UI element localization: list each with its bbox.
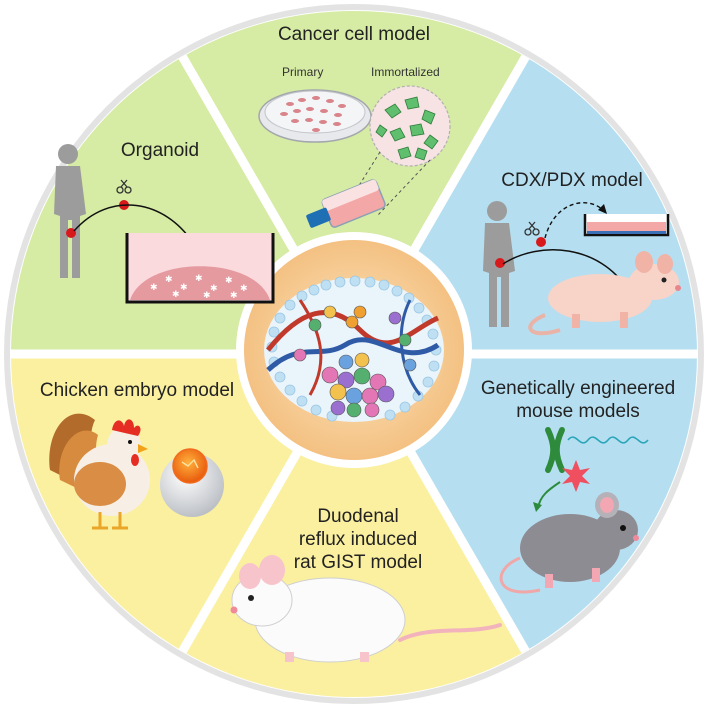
scissors-icon [524,221,540,236]
svg-text:✱: ✱ [150,283,158,293]
petri-dish-icon [258,89,372,143]
organoid-title: Organoid [120,140,200,161]
organoid-well-icon: ✱✱✱ ✱✱✱ ✱✱✱ ✱ [125,233,275,304]
svg-text:✱: ✱ [195,274,203,284]
culture-flask-icon [306,179,386,228]
svg-text:✱: ✱ [230,291,238,301]
nude-mouse-icon [528,251,681,336]
mouse-icon [499,492,639,594]
svg-text:✱: ✱ [172,290,180,300]
cdx-pdx-title: CDX/PDX model [501,170,643,191]
svg-text:✱: ✱ [210,284,218,294]
gemm-title-line2: mouse models [516,401,640,422]
tumor-dot-icon [536,237,546,247]
cancer-cell-model-title: Cancer cell model [277,24,431,45]
sector-cancer-cell-model [182,10,526,354]
svg-text:✱: ✱ [240,284,248,294]
egg-icon [160,448,224,517]
tumor-dot-icon [495,258,505,268]
human-figure-icon [483,201,515,327]
rat-icon [230,555,502,663]
tumor-cells-icon [264,275,444,422]
rat-gist-title-line2: reflux induced [298,529,418,550]
culture-arrow [544,202,606,239]
dna-chromosome-icon [533,427,649,512]
immortalized-label: Immortalized [371,65,440,79]
rat-gist-title-line3: rat GIST model [293,552,423,573]
gemm-title-line1: Genetically engineered [480,378,676,399]
svg-text:✱: ✱ [225,276,233,286]
svg-text:✱: ✱ [165,275,173,285]
human-figure-icon [54,144,86,278]
svg-text:✱: ✱ [180,283,188,293]
immortalized-cells-icon [349,85,451,216]
svg-text:✱: ✱ [203,291,211,301]
rat-gist-title-line1: Duodenal [317,506,399,527]
chicken-embryo-title: Chicken embryo model [39,380,235,401]
chicken-icon [49,413,150,530]
transfer-arrow [73,204,194,244]
primary-label: Primary [282,65,324,79]
scissors-icon [116,179,132,194]
culture-dish-icon [583,214,670,237]
